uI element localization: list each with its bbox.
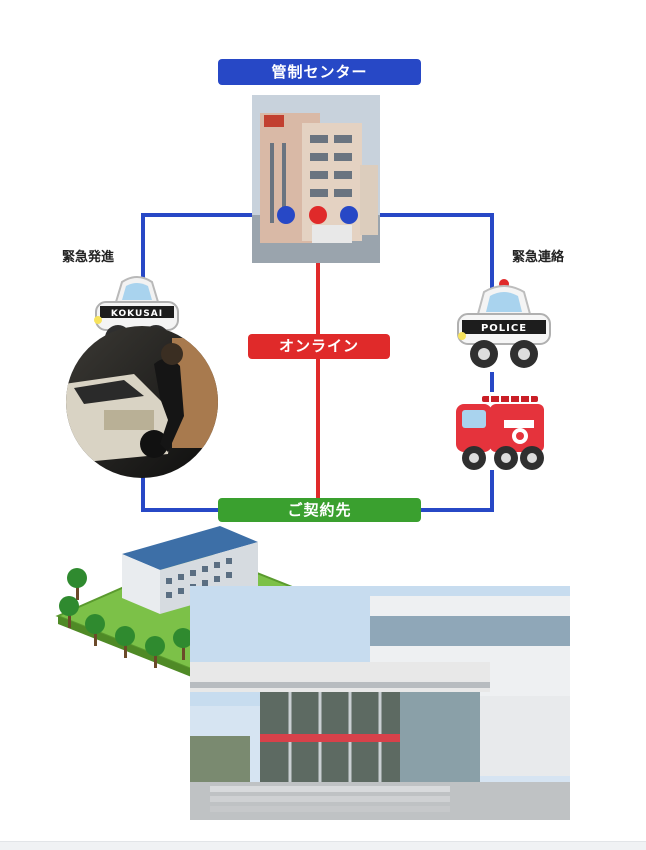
- blue-dot-right: [340, 206, 358, 224]
- red-dot: [309, 206, 327, 224]
- control-center-label: 管制センター: [218, 59, 421, 85]
- guard-photo: [64, 324, 220, 480]
- page-bottom-border: [0, 841, 646, 850]
- control-center-building: [252, 95, 380, 263]
- blue-dot-left: [277, 206, 295, 224]
- online-label: オンライン: [248, 334, 390, 359]
- client-label: ご契約先: [218, 498, 421, 522]
- dispatch-label: 緊急発進: [62, 246, 114, 265]
- patrol-car-plate: KOKUSAI: [111, 309, 163, 319]
- contact-label: 緊急連絡: [512, 246, 564, 265]
- police-car-plate: POLICE: [481, 323, 527, 334]
- client-storefront-photo: [190, 586, 570, 820]
- police-car-icon: POLICE: [456, 278, 552, 370]
- left-network-line-lower: [143, 475, 222, 510]
- right-network-line-lower: [420, 470, 492, 510]
- fire-engine-icon: [454, 392, 548, 474]
- connection-dots: [272, 201, 362, 231]
